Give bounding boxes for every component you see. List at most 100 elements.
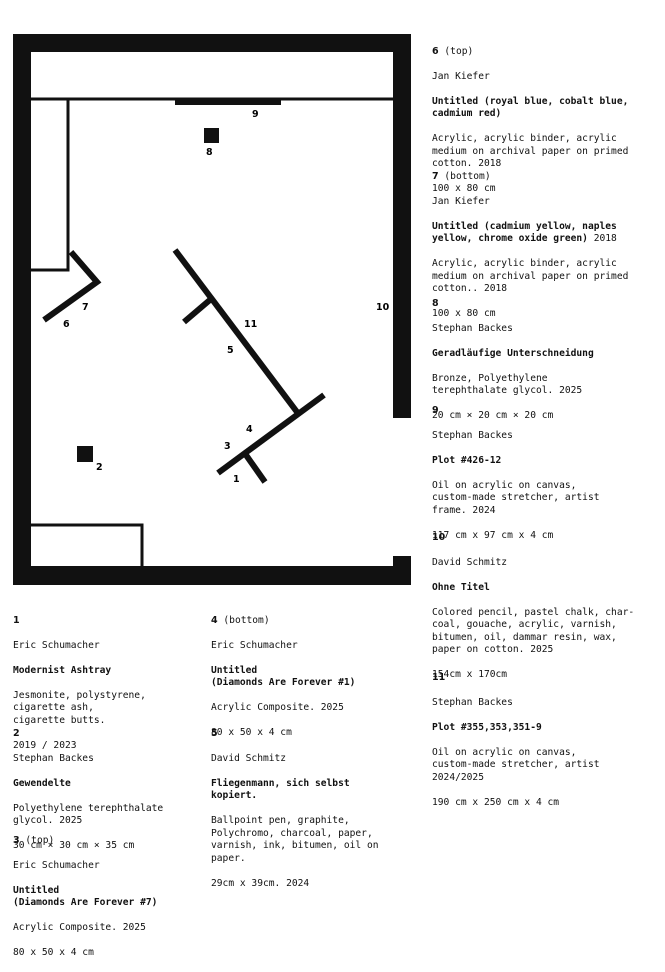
entry-details: 80 x 50 x 4 cm bbox=[211, 727, 292, 738]
plan-label-4: 4 bbox=[246, 424, 253, 435]
entry-title: Plot #355,353,351-9 bbox=[432, 721, 542, 733]
entry-details: 154cm x 170cm bbox=[432, 669, 508, 680]
entry-artist: Eric Schumacher bbox=[13, 859, 100, 871]
entry-artist: Jan Kiefer bbox=[432, 70, 490, 82]
entry-number: 9 bbox=[432, 404, 439, 416]
entry-details: 30 cm × 30 cm × 35 cm bbox=[13, 840, 135, 851]
entry-details: 20 cm × 20 cm × 20 cm bbox=[432, 410, 554, 421]
entry-number: 11 bbox=[432, 671, 446, 683]
floor-plan: 9 8 7 6 10 11 5 4 3 2 1 bbox=[13, 34, 411, 585]
entry-medium: Acrylic, acrylic binder, acrylic medium … bbox=[432, 258, 629, 294]
artwork-8-sculpture bbox=[204, 128, 219, 143]
plan-label-11: 11 bbox=[244, 319, 257, 330]
entry-number: 8 bbox=[432, 297, 439, 309]
artwork-5-wall bbox=[182, 296, 213, 325]
entry-number: 4 bbox=[211, 614, 218, 626]
entry-artist: Jan Kiefer bbox=[432, 195, 490, 207]
entry-medium: Colored pencil, pastel chalk, char- coal… bbox=[432, 606, 635, 656]
wall-bottom bbox=[13, 566, 411, 585]
entry-9: 9 Stephan Backes Plot #426-12 Oil on acr… bbox=[432, 392, 600, 555]
plan-label-3: 3 bbox=[224, 441, 231, 452]
entry-medium: Acrylic, acrylic binder, acrylic medium … bbox=[432, 133, 629, 169]
entry-details: 100 x 80 cm bbox=[432, 308, 496, 319]
entry-medium: Polyethylene terephthalate glycol. 2025 bbox=[13, 802, 164, 827]
entry-artist: Stephan Backes bbox=[432, 429, 513, 441]
entry-artist: Stephan Backes bbox=[432, 322, 513, 334]
wall-right-upper bbox=[393, 34, 411, 418]
wall-right-lower bbox=[393, 556, 411, 585]
entry-details: 80 x 50 x 4 cm bbox=[13, 947, 94, 958]
plan-label-8: 8 bbox=[206, 147, 213, 158]
plan-label-9: 9 bbox=[252, 109, 259, 120]
entry-title: Untitled (cadmium yellow, naples yellow,… bbox=[432, 220, 617, 245]
entry-number: 10 bbox=[432, 531, 446, 543]
entry-medium: Oil on acrylic on canvas, custom-made st… bbox=[432, 479, 600, 516]
artwork-6-7-panels bbox=[42, 250, 102, 323]
entry-number: 7 bbox=[432, 170, 439, 182]
floor-plan-artworks bbox=[42, 99, 326, 484]
entry-title-suffix: 2018 bbox=[587, 233, 617, 244]
entry-details: 29cm x 39cm. 2024 bbox=[211, 877, 310, 889]
artwork-11-wall bbox=[172, 248, 300, 414]
floor-plan-partitions bbox=[31, 97, 393, 566]
floor-plan-walls bbox=[13, 34, 411, 585]
entry-details: 117 cm x 97 cm x 4 cm bbox=[432, 529, 554, 541]
entry-2: 2 Stephan Backes Gewendelte Polyethylene… bbox=[13, 715, 163, 865]
plan-label-1: 1 bbox=[233, 474, 240, 485]
plan-label-5: 5 bbox=[227, 345, 234, 356]
entry-details: 2019 / 2023 bbox=[13, 739, 77, 751]
entry-artist: Eric Schumacher bbox=[211, 639, 298, 651]
entry-medium: Bronze, Polyethylene terephthalate glyco… bbox=[432, 372, 583, 397]
artwork-2-sculpture bbox=[77, 446, 93, 462]
plan-label-10: 10 bbox=[376, 302, 390, 313]
entry-medium: Acrylic Composite. 2025 bbox=[211, 702, 344, 713]
entry-3: 3 (top) Eric Schumacher Untitled (Diamon… bbox=[13, 822, 157, 972]
floor-plan-labels: 9 8 7 6 10 11 5 4 3 2 1 bbox=[63, 109, 390, 485]
entry-title: Fliegenmann, sich selbst kopiert. bbox=[211, 777, 350, 802]
entry-number: 5 bbox=[211, 727, 218, 739]
entry-artist: Eric Schumacher bbox=[13, 639, 100, 651]
entry-medium: Jesmonite, polystyrene, cigarette ash, c… bbox=[13, 689, 146, 726]
partition-bottom bbox=[31, 523, 144, 566]
entry-details: 190 cm x 250 cm x 4 cm bbox=[432, 796, 560, 808]
entry-title: Untitled (Diamonds Are Forever #7) bbox=[13, 884, 158, 909]
entry-7: 7 (bottom) Jan Kiefer Untitled (cadmium … bbox=[432, 158, 628, 333]
entry-11: 11 Stephan Backes Plot #355,353,351-9 Oi… bbox=[432, 659, 600, 822]
entry-title: Untitled (Diamonds Are Forever #1) bbox=[211, 664, 356, 689]
artwork-9-plot bbox=[175, 99, 281, 105]
entry-artist: David Schmitz bbox=[211, 752, 287, 764]
entry-position: (bottom) bbox=[444, 170, 491, 182]
wall-top bbox=[13, 34, 411, 52]
entry-artist: Stephan Backes bbox=[13, 752, 94, 764]
plan-label-2: 2 bbox=[96, 462, 103, 473]
entry-number: 3 bbox=[13, 834, 20, 846]
entry-position: (top) bbox=[25, 834, 55, 846]
entry-title: Plot #426-12 bbox=[432, 454, 502, 466]
entry-medium: Acrylic Composite. 2025 bbox=[13, 922, 146, 933]
entry-details: 100 x 80 cm bbox=[432, 183, 496, 194]
entry-title: Untitled (royal blue, cobalt blue, cadmi… bbox=[432, 95, 629, 120]
entry-title: Ohne Titel bbox=[432, 581, 490, 593]
entry-5: 5 David Schmitz Fliegenmann, sich selbst… bbox=[211, 715, 379, 903]
entry-10: 10 David Schmitz Ohne Titel Colored penc… bbox=[432, 519, 634, 694]
entry-4: 4 (bottom) Eric Schumacher Untitled (Dia… bbox=[211, 602, 355, 752]
entry-1: 1 Eric Schumacher Modernist Ashtray Jesm… bbox=[13, 602, 146, 765]
artwork-1-wall bbox=[243, 453, 268, 484]
entry-number: 1 bbox=[13, 614, 20, 626]
entry-number: 6 bbox=[432, 45, 439, 57]
entry-title: Modernist Ashtray bbox=[13, 664, 112, 676]
entry-medium: Ballpoint pen, graphite, Polychromo, cha… bbox=[211, 815, 379, 864]
entry-position: (bottom) bbox=[223, 614, 270, 626]
artwork-3-4-wall bbox=[216, 392, 326, 476]
plan-label-7: 7 bbox=[82, 302, 89, 313]
entry-title: Geradläufige Unterschneidung bbox=[432, 347, 594, 359]
entry-number: 2 bbox=[13, 727, 20, 739]
wall-left bbox=[13, 34, 31, 585]
entry-8: 8 Stephan Backes Geradläufige Unterschne… bbox=[432, 285, 594, 435]
entry-artist: Stephan Backes bbox=[432, 696, 513, 708]
entry-medium: Oil on acrylic on canvas, custom-made st… bbox=[432, 746, 600, 783]
entry-6: 6 (top) Jan Kiefer Untitled (royal blue,… bbox=[432, 33, 628, 208]
entry-position: (top) bbox=[444, 45, 474, 57]
partition-left bbox=[31, 99, 70, 272]
entry-artist: David Schmitz bbox=[432, 556, 508, 568]
